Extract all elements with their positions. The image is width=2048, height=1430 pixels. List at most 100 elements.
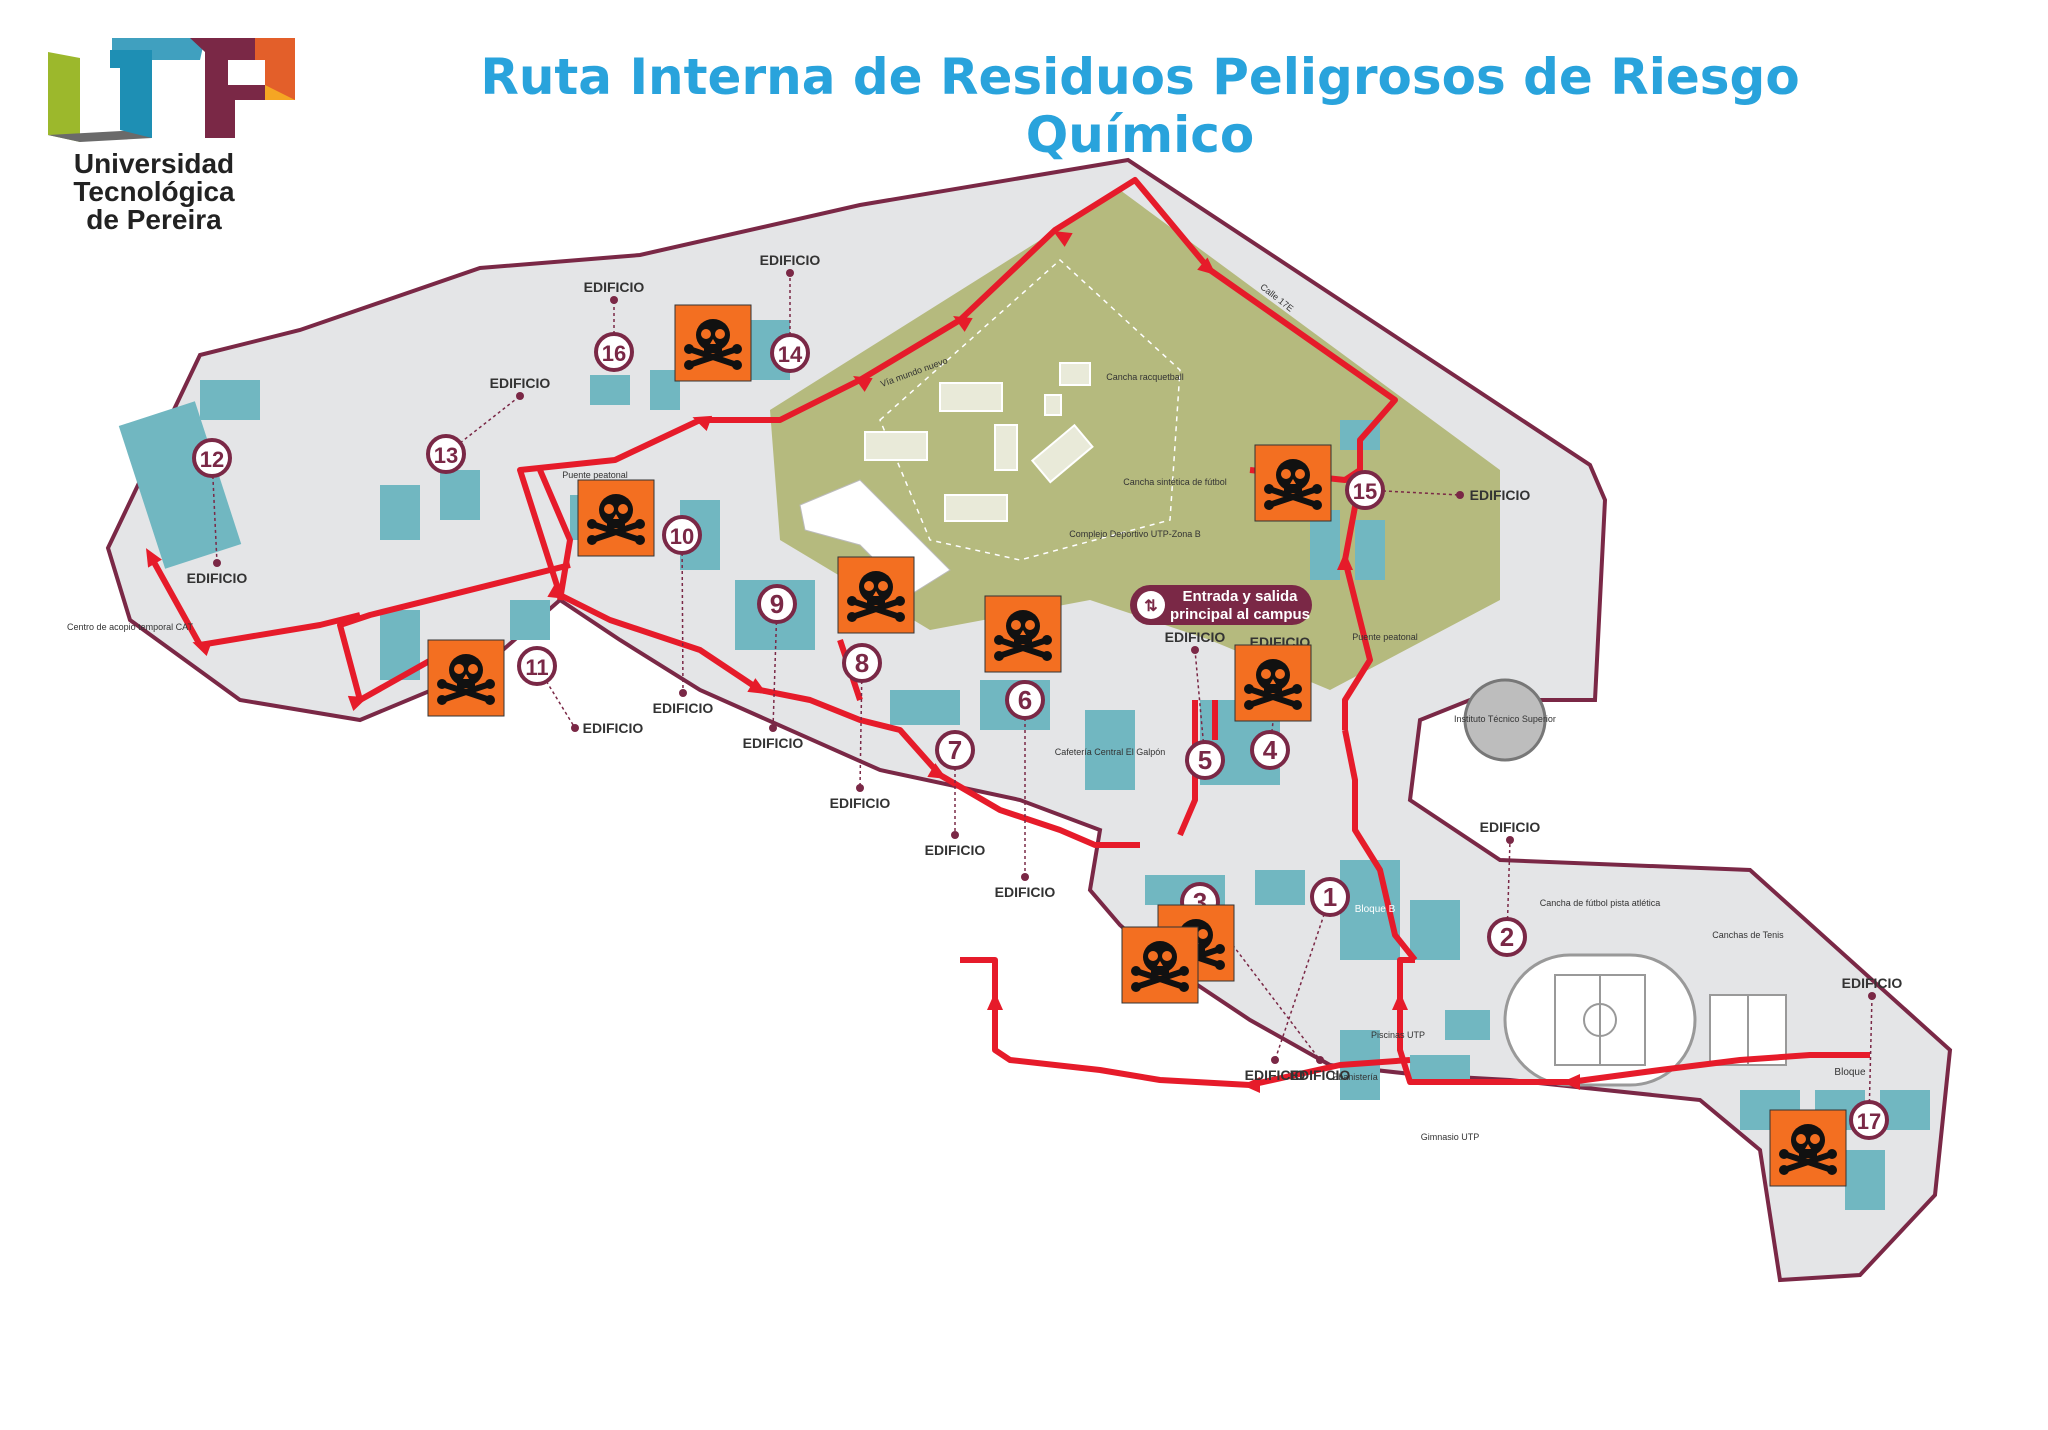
stop-circle [192,438,232,478]
stop-number: 7 [948,735,962,765]
stop-leader-dot [610,296,618,304]
label-ebanisteria: Ebanistería [1332,1072,1378,1082]
stop-label: EDIFICIO [1165,629,1226,645]
stop-14: 14 EDIFICIO [760,252,821,373]
stop-5: 5 EDIFICIO [1165,629,1226,780]
stop-label: EDIFICIO [925,842,986,858]
stop-leader-line [772,603,778,729]
stop-leader-dot [951,831,959,839]
stop-number: 10 [670,524,694,549]
stop-circle [1849,1100,1889,1140]
stop-leader-dot [571,724,579,732]
stop-label: EDIFICIO [743,735,804,751]
stop-number: 8 [855,648,869,678]
stop-leader-dot [213,559,221,567]
utp-logo [48,38,295,142]
entrance-badge: ⇅ [1130,585,1312,625]
skull-crossbones-icon [577,479,655,557]
route-arrow-icon [747,678,767,694]
stop-leader-line [1274,896,1331,1061]
stop-label: EDIFICIO [1290,1067,1351,1083]
stop-label: EDIFICIO [760,252,821,268]
stop-leader-dot [1456,491,1464,499]
label-cancha-sintetica: Cancha sintética de fútbol [1123,477,1227,487]
stop-leader-dot [1868,992,1876,1000]
stop-leader-line [1364,489,1461,496]
route-arrow-icon [692,415,713,431]
stop-circle [1250,730,1290,770]
stop-leader-dot [1021,873,1029,881]
stop-circle [1310,877,1350,917]
stop-label: EDIFICIO [583,720,644,736]
stop-circle [770,333,810,373]
stop-leader-dot [786,269,794,277]
entrance-label-1: Entrada y salida [1182,588,1298,605]
stop-number: 5 [1198,745,1212,775]
stop-circle [662,515,702,555]
route-arrow-icon [987,992,1003,1010]
tennis-courts [1709,994,1787,1066]
route-arrow-icon [1053,231,1073,247]
stop-circle [935,730,975,770]
stop-circle [757,584,797,624]
skull-crossbones-icon [984,595,1062,673]
label-gimnasio: Gimnasio UTP [1421,1132,1480,1142]
stop-number: 4 [1263,735,1278,765]
route-arrow-icon [1242,1077,1260,1093]
route-arrows [146,231,1580,1093]
stop-leader-dot [769,724,777,732]
stop-number: 17 [1857,1109,1881,1134]
stop-number: 9 [770,589,784,619]
stop-leader-line [1506,839,1511,938]
stop-label: EDIFICIO [490,375,551,391]
svg-text:⇅: ⇅ [1144,598,1157,615]
stop-leader-line [1868,995,1873,1121]
route-arrow-icon [853,376,873,392]
route-arrow-icon [1337,552,1353,570]
stop-label: EDIFICIO [653,700,714,716]
skull-crossbones-icon [1234,644,1312,722]
skull-crossbones-icon [674,304,752,382]
label-cafeteria: Cafetería Central El Galpón [1055,747,1166,757]
stop-circle [842,643,882,683]
stop-number: 1 [1323,882,1337,912]
label-cancha-racquetball: Cancha racquetball [1106,372,1184,382]
route-arrow-icon [953,316,973,332]
label-bloque-b: Bloque B [1355,904,1396,915]
stop-label: EDIFICIO [187,570,248,586]
stop-leader-dot [856,784,864,792]
label-puente-peatonal-2: Puente peatonal [1352,632,1418,642]
stop-label: EDIFICIO [830,795,891,811]
logo-line-2: de Pereira [86,204,222,235]
stop-number: 13 [434,443,458,468]
stop-circle [426,434,466,474]
stop-label: EDIFICIO [995,884,1056,900]
stop-number: 14 [778,342,803,367]
stop-leader-dot [1271,1056,1279,1064]
stop-number: 12 [200,447,224,472]
stop-number: 6 [1018,685,1032,715]
stop-leader-line [445,395,521,455]
route-arrow-icon [347,695,368,711]
label-institute: Instituto Técnico Superior [1454,714,1556,724]
skull-crossbones-icon [1769,1109,1847,1187]
stop-circle [1005,680,1045,720]
stop-circle [1345,470,1385,510]
stop-leader-line [681,534,684,694]
stop-circle [517,646,557,686]
route-arrow-icon [927,763,947,779]
sports-fields [864,362,1094,522]
stop-circle [1487,917,1527,957]
label-complejo: Complejo Deportivo UTP-Zona B [1069,529,1201,539]
stop-leader-dot [1191,646,1199,654]
